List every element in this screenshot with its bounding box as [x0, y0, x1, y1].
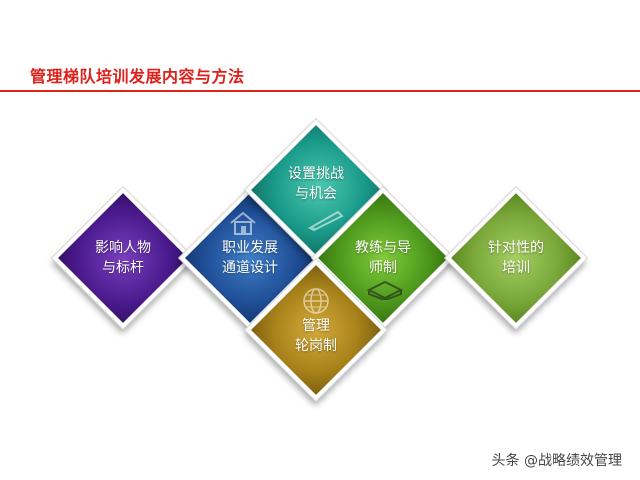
diamond-label: 职业发展 通道设计	[222, 240, 278, 276]
diamond-challenge: 设置挑战 与机会	[245, 119, 387, 261]
watermark: 头条 @战略绩效管理	[491, 453, 622, 469]
diamond-label: 影响人物 与标杆	[95, 240, 151, 276]
diamond-coaching: 教练与导 师制	[312, 187, 454, 329]
diamond-label: 针对性的 培训	[488, 240, 544, 276]
title-divider	[0, 90, 640, 92]
pen-icon	[307, 210, 344, 232]
diamond-label: 管理 轮岗制	[295, 318, 337, 354]
page-title: 管理梯队培训发展内容与方法	[30, 67, 245, 86]
diamond-rotation: 管理 轮岗制	[245, 259, 387, 401]
diamond-label: 教练与导 师制	[355, 240, 411, 276]
house-icon	[230, 211, 256, 235]
globe-icon	[303, 288, 329, 314]
book-icon	[366, 280, 404, 300]
diamond-targeted: 针对性的 培训	[445, 187, 587, 329]
diamond-career-path: 职业发展 通道设计	[179, 187, 321, 329]
diamond-role-model: 影响人物 与标杆	[52, 187, 194, 329]
diamond-label: 设置挑战 与机会	[288, 166, 344, 202]
